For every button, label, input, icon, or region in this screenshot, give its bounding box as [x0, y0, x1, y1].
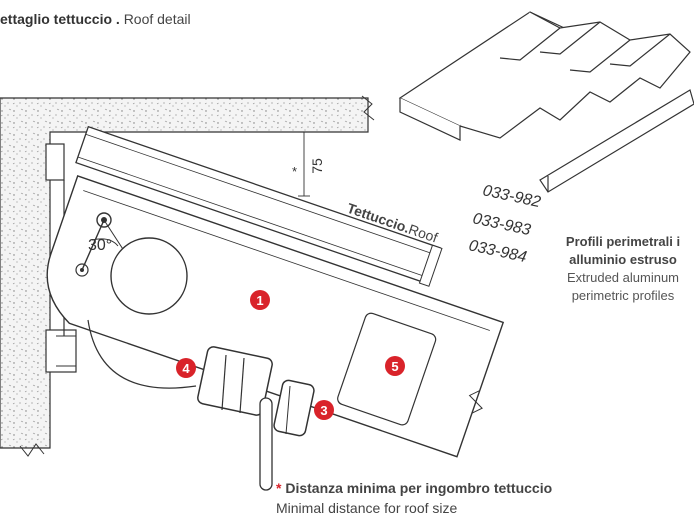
profiles-line4: perimetric profiles	[571, 288, 675, 303]
marker-3: 3	[314, 400, 334, 420]
page-title: ettaglio tettuccio . Roof detail	[0, 11, 191, 27]
code-1: 033-982	[481, 182, 542, 211]
profiles-line2: alluminio estruso	[569, 252, 677, 267]
angle-30: 30°	[88, 237, 112, 254]
block-3	[273, 379, 315, 437]
code-2: 033-983	[471, 210, 532, 239]
marker-5: 5	[385, 356, 405, 376]
marker-4: 4	[176, 358, 196, 378]
dimension-75: 75	[309, 158, 325, 174]
swing-arc	[87, 319, 197, 389]
wall-break-line-bottom	[19, 443, 45, 457]
title-rest: Roof detail	[123, 11, 191, 27]
profiles-line1: Profili perimetrali i	[565, 234, 681, 249]
svg-text:5: 5	[391, 359, 398, 374]
wall-break-line	[361, 95, 375, 121]
round-duct	[110, 237, 188, 315]
profiles-line3: Extruded aluminum	[567, 270, 679, 285]
roof-unit	[46, 125, 505, 458]
title-bold: ettaglio tettuccio .	[0, 11, 120, 27]
note-asterisk: *	[276, 480, 282, 496]
min-distance-note: * Distanza minima per ingombro tettuccio…	[276, 478, 552, 518]
block-4	[197, 346, 273, 416]
svg-text:1: 1	[256, 293, 263, 308]
wall-bracket-bottom	[45, 329, 77, 373]
note-bold: Distanza minima per ingombro tettuccio	[285, 480, 553, 496]
code-3: 033-984	[467, 237, 528, 266]
roof-profile-isometric	[398, 11, 694, 193]
dimension-asterisk: *	[292, 164, 297, 179]
concrete-wall	[0, 97, 369, 449]
profiles-caption: Profili perimetrali i alluminio estruso …	[538, 233, 694, 305]
svg-text:4: 4	[182, 361, 190, 376]
marker-1: 1	[250, 290, 270, 310]
wall-bracket-top	[45, 143, 65, 181]
svg-text:3: 3	[320, 403, 327, 418]
note-normal: Minimal distance for roof size	[276, 500, 458, 516]
vertical-pipe	[259, 397, 273, 491]
